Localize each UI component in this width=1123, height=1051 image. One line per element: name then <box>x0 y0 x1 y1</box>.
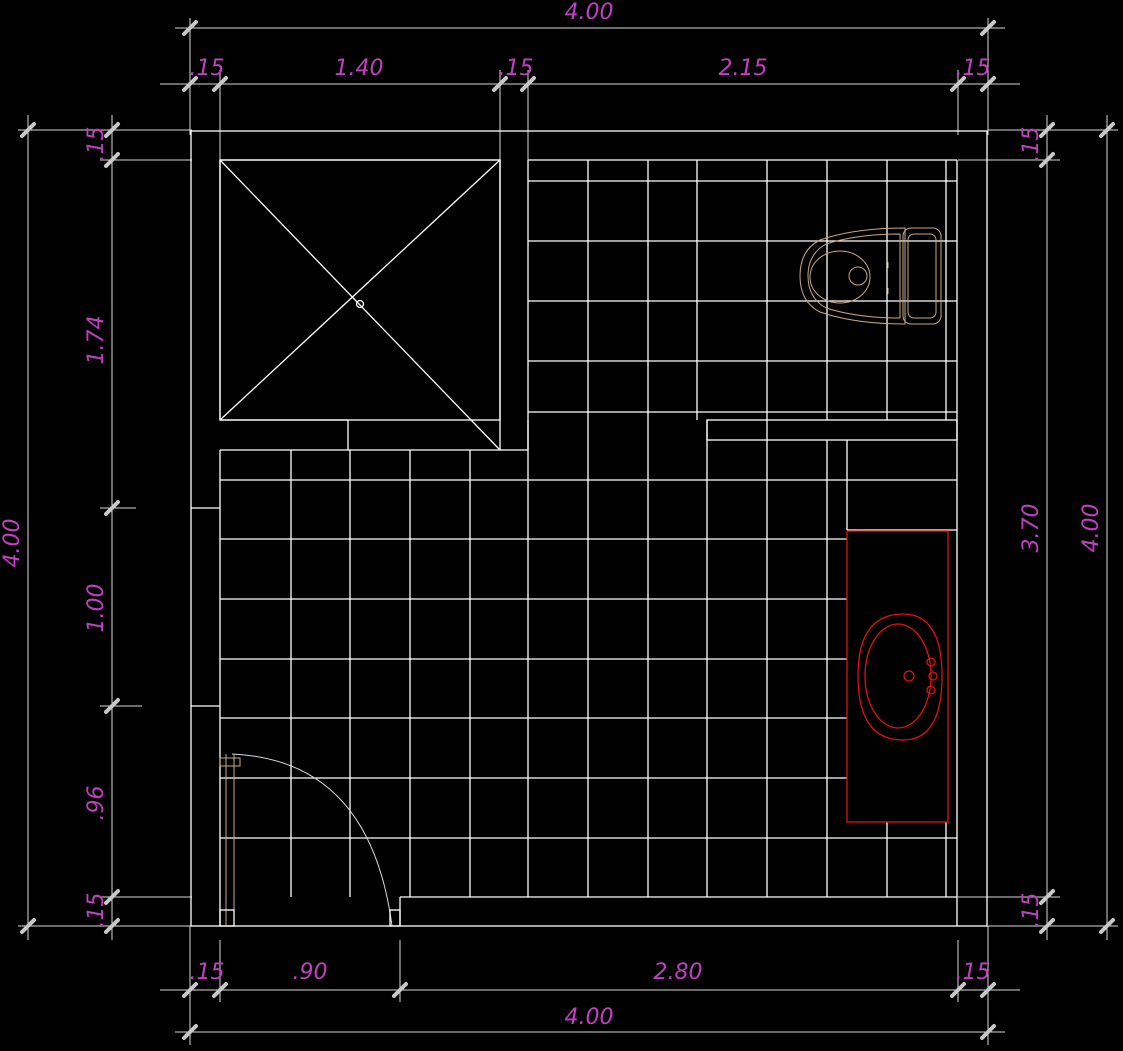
dim-right-inner: 3.70 <box>1019 504 1044 553</box>
dim-left-window: 1.00 <box>84 584 109 633</box>
dim-bottom-room: 2.80 <box>654 960 703 985</box>
dim-left-shower: 1.74 <box>84 316 109 365</box>
dim-right-wall-bottom: .15 <box>1019 893 1044 928</box>
floor-tile-grid <box>220 160 957 897</box>
dim-bottom-door: .90 <box>293 960 328 985</box>
walls <box>190 130 988 927</box>
dim-left-wall-top: .15 <box>84 127 109 162</box>
dim-bottom-wall-left: .15 <box>190 960 225 985</box>
dim-top-shower: 1.40 <box>335 56 384 81</box>
dim-bottom-total: 4.00 <box>565 1005 614 1030</box>
dim-top-room: 2.15 <box>719 56 768 81</box>
dimension-ticks <box>20 20 1115 1040</box>
dimension-labels: 4.00 .15 1.40 .15 2.15 .15 4.00 .15 1.74… <box>0 0 1104 1030</box>
dim-right-total: 4.00 <box>1079 504 1104 553</box>
dim-right-wall-top: .15 <box>1019 127 1044 162</box>
dim-top-wall-left: .15 <box>190 56 225 81</box>
dim-top-wall-right: .15 <box>956 56 991 81</box>
door-swing <box>219 753 401 927</box>
shower-drain-icon <box>355 299 365 309</box>
dim-top-partition: .15 <box>499 56 534 81</box>
dim-left-total: 4.00 <box>0 519 25 568</box>
dim-top-total: 4.00 <box>565 0 614 25</box>
shower-tray <box>219 159 501 451</box>
sink-icon <box>846 530 949 823</box>
dim-left-door: .96 <box>84 786 109 821</box>
dim-bottom-wall-right: .15 <box>956 960 991 985</box>
toilet-icon <box>799 227 942 325</box>
dimension-lines <box>18 18 1118 1045</box>
dim-left-wall-bottom: .15 <box>84 893 109 928</box>
